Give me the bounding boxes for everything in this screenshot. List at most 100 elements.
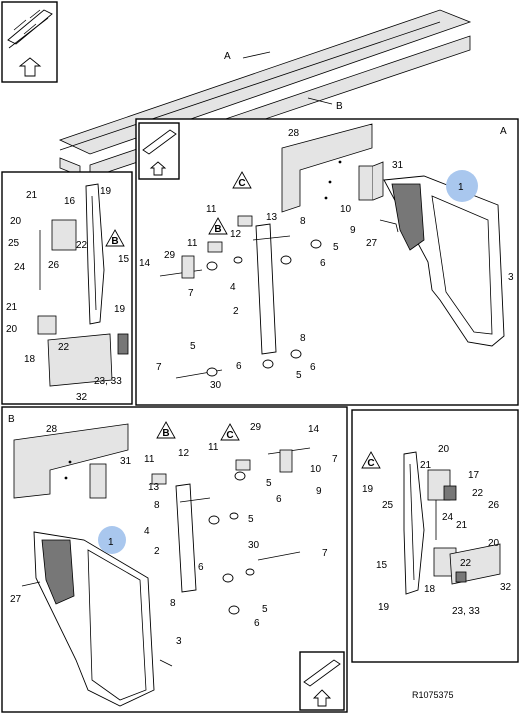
callout-3-b: 3: [176, 636, 182, 647]
callout-4-b: 4: [144, 526, 150, 537]
callout-21b-dr: 21: [456, 520, 468, 531]
detail-right: C 20 21 17 19 25 22 26 24 21 15 20 22 18…: [351, 409, 519, 663]
callout-6-a: 6: [320, 258, 326, 269]
drawing-reference-code: R1075375: [412, 690, 454, 700]
panel-b-marker-c: C: [220, 423, 240, 441]
callout-22-dr: 22: [472, 488, 484, 499]
callout-6b-b: 6: [198, 562, 204, 573]
callout-15-dl: 15: [118, 254, 130, 265]
callout-22b-dl: 22: [58, 342, 70, 353]
callout-2-a: 2: [233, 306, 239, 317]
callout-21b-dl: 21: [6, 302, 18, 313]
callout-28-a: 28: [288, 128, 300, 139]
panel-a-letter: A: [500, 126, 507, 137]
callout-16-dl: 16: [64, 196, 76, 207]
rail-label-a: A: [224, 51, 231, 62]
callout-3-a: 3: [508, 272, 514, 283]
callout-5d-b: 5: [262, 604, 268, 615]
callout-30-b: 30: [248, 540, 260, 551]
callout-31-b: 31: [120, 456, 132, 467]
callout-32-dl: 32: [76, 392, 88, 403]
callout-25-dl: 25: [8, 238, 20, 249]
callout-10-a: 10: [340, 204, 352, 215]
svg-text:B: B: [162, 428, 169, 439]
panel-b-orientation-icon: [299, 651, 345, 711]
callout-11-a: 11: [206, 204, 217, 215]
callout-11-b: 11: [144, 454, 155, 465]
shelf-view-orientation-icon: [7, 9, 53, 49]
panel-a-marker-b: B: [208, 217, 228, 235]
callout-20-dl: 20: [10, 216, 22, 227]
panel-b-letter: B: [8, 414, 15, 425]
callout-6-b: 6: [276, 494, 282, 505]
callout-9-b: 9: [316, 486, 322, 497]
panel-a-marker-c: C: [232, 171, 252, 189]
callout-23-33-dl: 23, 33: [94, 376, 122, 387]
svg-text:C: C: [226, 430, 233, 441]
svg-text:B: B: [111, 236, 118, 247]
callout-21-dl: 21: [26, 190, 38, 201]
callout-8b-a: 8: [300, 333, 306, 344]
callout-19-dr: 19: [362, 484, 374, 495]
panel-b-marker-b: B: [156, 421, 176, 439]
callout-6b-a: 6: [236, 361, 242, 372]
detail-left-marker-b: B: [105, 229, 125, 247]
callout-23-33-dr: 23, 33: [452, 606, 480, 617]
callout-11b-b: 11: [208, 442, 219, 453]
callout-5-b: 5: [266, 478, 272, 489]
callout-13-a: 13: [266, 212, 278, 223]
callout-31-a: 31: [392, 160, 404, 171]
callout-9-a: 9: [350, 225, 356, 236]
callout-32-dr: 32: [500, 582, 512, 593]
svg-text:C: C: [238, 178, 245, 189]
callout-5c-b: 5: [248, 514, 254, 525]
callout-14-b: 14: [308, 424, 320, 435]
callout-7b-b: 7: [322, 548, 328, 559]
callout-30-a: 30: [210, 380, 222, 391]
callout-15-dr: 15: [376, 560, 388, 571]
callout-18-dl: 18: [24, 354, 36, 365]
callout-1-panel-b: 1: [108, 537, 114, 548]
callout-6d-b: 6: [254, 618, 260, 629]
up-arrow-icon: [18, 57, 42, 77]
callout-26-dl: 26: [48, 260, 60, 271]
panel-a: A 1: [135, 118, 519, 406]
callout-20b-dl: 20: [6, 324, 18, 335]
callout-22b-dr: 22: [460, 558, 472, 569]
callout-12-b: 12: [178, 448, 190, 459]
callout-7b-a: 7: [156, 362, 162, 373]
callout-14-a: 14: [139, 258, 151, 269]
callout-11b-a: 11: [187, 238, 198, 249]
detail-right-marker-c: C: [361, 451, 381, 469]
callout-29-a: 29: [164, 250, 176, 261]
callout-24-dr: 24: [442, 512, 454, 523]
callout-8b-b: 8: [170, 598, 176, 609]
callout-8-b: 8: [154, 500, 160, 511]
callout-8-a: 8: [300, 216, 306, 227]
callout-2-b: 2: [154, 546, 160, 557]
panel-b: B 1 B C: [1, 406, 348, 713]
callout-6c-a: 6: [310, 362, 316, 373]
svg-text:B: B: [214, 224, 221, 235]
callout-17-dr: 17: [468, 470, 480, 481]
callout-10-b: 10: [310, 464, 322, 475]
detail-left: B 21 16 19 20 25 22 26 24 15 21 19 20 18…: [1, 171, 133, 405]
callout-22-dl: 22: [76, 240, 88, 251]
callout-7-a: 7: [188, 288, 194, 299]
orientation-icon-top: [1, 1, 58, 83]
callout-4-a: 4: [230, 282, 236, 293]
callout-26-dr: 26: [488, 500, 500, 511]
callout-24-dl: 24: [14, 262, 26, 273]
callout-13-b: 13: [148, 482, 160, 493]
callout-18-dr: 18: [424, 584, 436, 595]
callout-28-b: 28: [46, 424, 58, 435]
callout-12-a: 12: [230, 229, 242, 240]
callout-19b-dl: 19: [114, 304, 126, 315]
callout-29-b: 29: [250, 422, 262, 433]
callout-20-dr: 20: [438, 444, 450, 455]
svg-text:C: C: [367, 458, 374, 469]
callout-27-a: 27: [366, 238, 378, 249]
callout-5c-a: 5: [296, 370, 302, 381]
callout-19b-dr: 19: [378, 602, 390, 613]
